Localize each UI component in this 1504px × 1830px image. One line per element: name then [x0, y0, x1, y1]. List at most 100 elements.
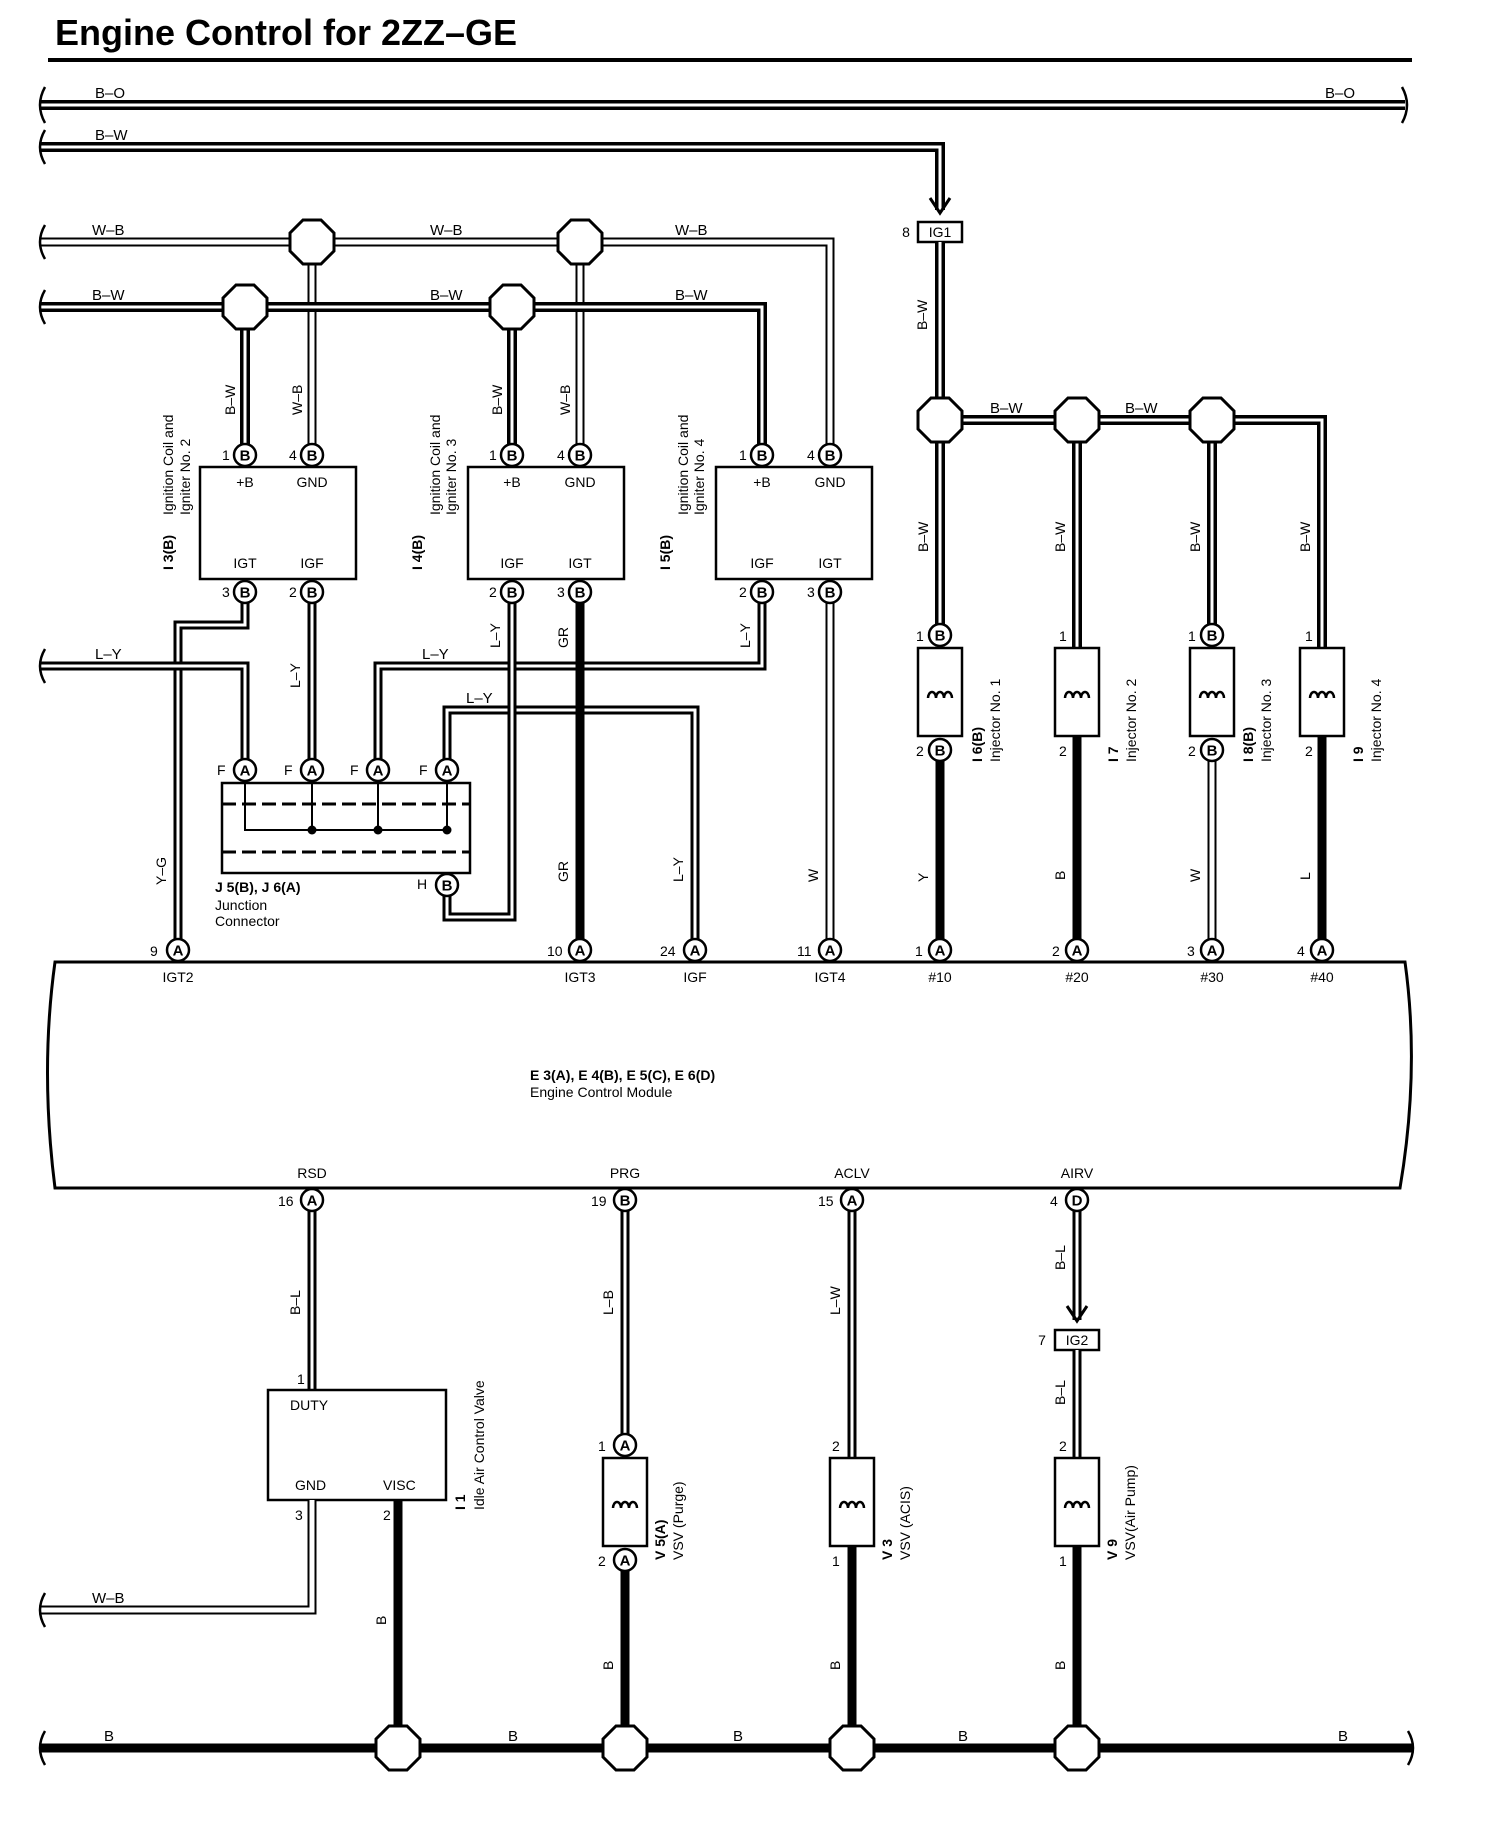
- inj2-pin-2: 2: [1059, 743, 1067, 759]
- ecm-pin-label-2: IGT3: [564, 969, 595, 985]
- coil4-igf-wire-label: L–Y: [422, 646, 449, 663]
- ecm-pin-prg: [612, 1187, 638, 1213]
- injector-3: I 8(B) Injector No. 3 W 1 2: [1187, 628, 1274, 950]
- ground-bus: B B B B B: [38, 1728, 1415, 1766]
- coil4-igf-wire-label-v: L–Y: [737, 622, 753, 648]
- wire-prg: L–B 19: [591, 1193, 630, 1445]
- coil3-pin-gnd: [567, 442, 593, 468]
- inj3-pin-b-bot: [1199, 737, 1225, 763]
- ground-label-2: B: [508, 1728, 518, 1745]
- coil2-pin-igf: [299, 579, 325, 605]
- vsv-purge-wire-out: B: [600, 1661, 616, 1670]
- junction-name2: Connector: [215, 913, 280, 929]
- junction-pin-f-1: F: [217, 762, 226, 778]
- coil4-pin-igt: [817, 579, 843, 605]
- aclv-wire-label: L–W: [827, 1285, 843, 1315]
- splice-inj-3: [1188, 396, 1236, 444]
- inj1-code: I 6(B): [969, 727, 985, 762]
- coil3-pin-bl: 2: [489, 584, 497, 600]
- ig2-wire-label: B–L: [1052, 1380, 1068, 1405]
- bus-b-o: B–O B–O: [38, 85, 1409, 124]
- coil3-bot-left: IGF: [500, 555, 523, 571]
- ecm-pin-airv: [1064, 1187, 1090, 1213]
- ground-label-4: B: [958, 1728, 968, 1745]
- bus-b-w-label: B–W: [95, 127, 128, 144]
- vsv-air-pump-name: VSV(Air Pump): [1122, 1465, 1138, 1560]
- ground-label-5: B: [1338, 1728, 1348, 1745]
- coil2-pin-tr: 4: [289, 447, 297, 463]
- ecm-pin-label-8: #40: [1310, 969, 1334, 985]
- ecm-pin-40: [1309, 937, 1335, 963]
- ecm-bot-label-prg: PRG: [610, 1165, 640, 1181]
- iacv-pin-1: 1: [297, 1371, 305, 1387]
- junction-pin-a3: [365, 757, 391, 783]
- vsv-purge-pin-a-bot: [612, 1547, 638, 1573]
- coil4-name2: Igniter No. 4: [691, 439, 707, 515]
- splice-ground-1: [374, 1724, 422, 1772]
- bus-b-w-coils-label-3: B–W: [675, 287, 708, 304]
- coil2-name1: Ignition Coil and: [160, 415, 176, 515]
- inj4-wire-bot: L: [1297, 872, 1313, 880]
- ground-label-1: B: [104, 1728, 114, 1745]
- bus-b-w-coils: B–W B–W B–W: [38, 287, 767, 455]
- wire-igt2: Y–G: [153, 592, 250, 950]
- coil4-top-right: GND: [814, 474, 845, 490]
- inj2-pin-1: 1: [1059, 628, 1067, 644]
- coil4-code: I 5(B): [657, 535, 673, 570]
- prg-wire-label: L–B: [600, 1290, 616, 1315]
- splice-ground-4: [1053, 1724, 1101, 1772]
- ig2-junction: IG2 7 B–L: [1038, 1328, 1101, 1458]
- coil4-name1: Ignition Coil and: [675, 415, 691, 515]
- iacv-visc: VISC: [383, 1477, 416, 1493]
- coil4-pin-gnd: [817, 442, 843, 468]
- inj3-pin-b-top: [1199, 622, 1225, 648]
- inj4-pin-1: 1: [1305, 628, 1313, 644]
- vsv-purge: V 5(A) VSV (Purge) B 1 2: [598, 1438, 686, 1748]
- coil3-wire-tr: W–B: [557, 385, 573, 415]
- ecm-pin-igt3: [567, 937, 593, 963]
- wire-aclv: L–W 15: [818, 1193, 857, 1458]
- prg-pin-num: 19: [591, 1193, 607, 1209]
- wire-ly-left: L–Y: [38, 646, 250, 770]
- inj1-pin-b-top: [927, 622, 953, 648]
- vsv-acis-pin-top: 2: [832, 1438, 840, 1454]
- ignition-coil-3: +B GND IGF IGT I 4(B) Ignition Coil and …: [409, 415, 626, 600]
- inj3-wire-top: B–W: [1187, 521, 1203, 552]
- iacv-gnd-wire-label: W–B: [92, 1590, 125, 1607]
- ecm-pin-label-5: #10: [928, 969, 952, 985]
- bus-w-b-label-3: W–B: [675, 222, 708, 239]
- coil2-pin-tl: 1: [222, 447, 230, 463]
- vsv-purge-pin-top: 1: [598, 1438, 606, 1454]
- inj3-pin-2: 2: [1188, 743, 1196, 759]
- ecm-pin-num-6: 2: [1052, 943, 1060, 959]
- ecm-bot-label-rsd: RSD: [297, 1165, 327, 1181]
- w-b-drops: [307, 242, 585, 455]
- ecm-pin-num-1: 9: [150, 943, 158, 959]
- ecm-pin-label-4: IGT4: [814, 969, 845, 985]
- coil3-top-right: GND: [564, 474, 595, 490]
- coil2-wire-tr: W–B: [289, 385, 305, 415]
- coil3-pin-tl: 1: [489, 447, 497, 463]
- airv-pin-num: 4: [1050, 1193, 1058, 1209]
- splice-inj-2: [1053, 396, 1101, 444]
- splice-b-w-1: [221, 283, 269, 331]
- ecm-pin-igt2: [165, 937, 191, 963]
- inj4-name: Injector No. 4: [1368, 679, 1384, 762]
- coil2-pin-bl: 3: [222, 584, 230, 600]
- coil3-wire-tl: B–W: [489, 384, 505, 415]
- ecm-pin-igt4: [817, 937, 843, 963]
- wire-ly-left-label: L–Y: [95, 646, 122, 663]
- injector-4: I 9 Injector No. 4 L 1 2: [1297, 628, 1384, 950]
- inj3-name: Injector No. 3: [1258, 679, 1274, 762]
- ecm-pin-label-7: #30: [1200, 969, 1224, 985]
- vsv-purge-pin-bot: 2: [598, 1553, 606, 1569]
- coil3-igf-wire-label: L–Y: [487, 622, 503, 648]
- coil2-top-right: GND: [296, 474, 327, 490]
- injector-2: I 7 Injector No. 2 B 1 2: [1052, 628, 1139, 950]
- vsv-purge-pin-a-top: [612, 1432, 638, 1458]
- ecm-pin-num-8: 4: [1297, 943, 1305, 959]
- junction-connector: J 5(B), J 6(A) Junction Connector F F F …: [215, 762, 472, 929]
- bus-b-w-coils-label-1: B–W: [92, 287, 125, 304]
- vsv-acis-wire-out: B: [827, 1661, 843, 1670]
